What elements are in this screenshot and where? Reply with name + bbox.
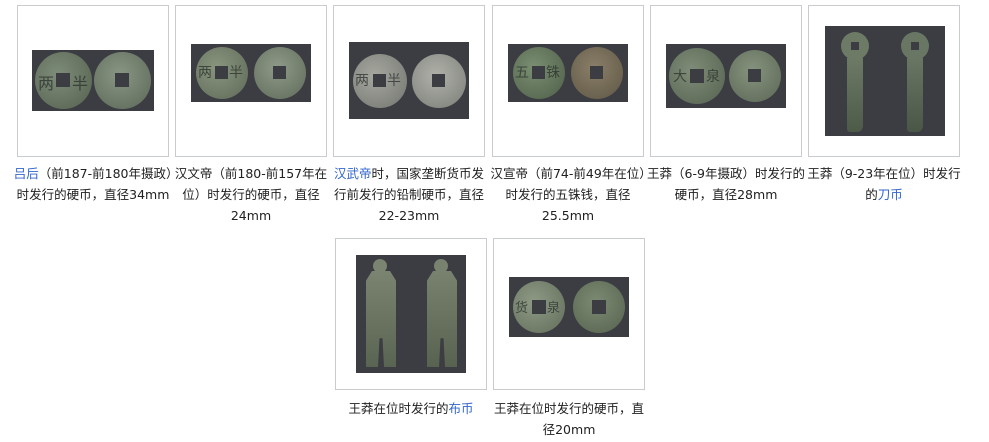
thumbnail-frame[interactable]: 五 铢 (492, 5, 644, 157)
caption-link-knife-money[interactable]: 刀币 (877, 187, 903, 202)
knife-money-photo[interactable] (825, 26, 945, 136)
coin-photo[interactable]: 大 泉 (666, 44, 786, 108)
caption: 王莽（9-23年在位）时发行的刀币 (807, 166, 961, 202)
thumbnail-frame[interactable] (808, 5, 960, 157)
coin-photo[interactable]: 两 半 (32, 50, 154, 111)
thumbnail-frame[interactable]: 大 泉 (650, 5, 802, 157)
spade-money-photo[interactable] (356, 255, 466, 373)
coin-photo[interactable]: 两 半 (191, 44, 311, 102)
caption: 王莽在位时发行的硬币，直径20mm (493, 401, 644, 437)
coin-photo[interactable]: 五 铢 (508, 44, 628, 102)
caption: 王莽（6-9年摄政）时发行的硬币，直径28mm (647, 166, 805, 202)
caption: 吕后（前187-前180年摄政）时发行的硬币，直径34mm (13, 166, 173, 202)
thumbnail-frame[interactable]: 两 半 (17, 5, 169, 157)
caption: 汉宣帝（前74-前49年在位）时发行的五铢钱，直径25.5mm (490, 166, 646, 223)
thumbnail-frame[interactable]: 货 泉 (493, 238, 645, 390)
caption: 汉武帝时，国家垄断货币发行前发行的铅制硬币，直径22-23mm (333, 166, 485, 223)
caption: 王莽在位时发行的布币 (348, 401, 474, 416)
caption-link-spade-money[interactable]: 布币 (448, 401, 474, 416)
thumbnail-frame[interactable]: 两 半 (175, 5, 327, 157)
coin-photo[interactable]: 货 泉 (509, 277, 629, 337)
thumbnail-frame[interactable]: 两 半 (333, 5, 485, 157)
caption-link-lu-hou[interactable]: 吕后 (13, 166, 39, 181)
caption-link-han-wudi[interactable]: 汉武帝 (333, 166, 372, 181)
coin-photo[interactable]: 两 半 (349, 42, 469, 119)
thumbnail-frame[interactable] (335, 238, 487, 390)
caption: 汉文帝（前180-前157年在位）时发行的硬币，直径24mm (174, 166, 328, 223)
